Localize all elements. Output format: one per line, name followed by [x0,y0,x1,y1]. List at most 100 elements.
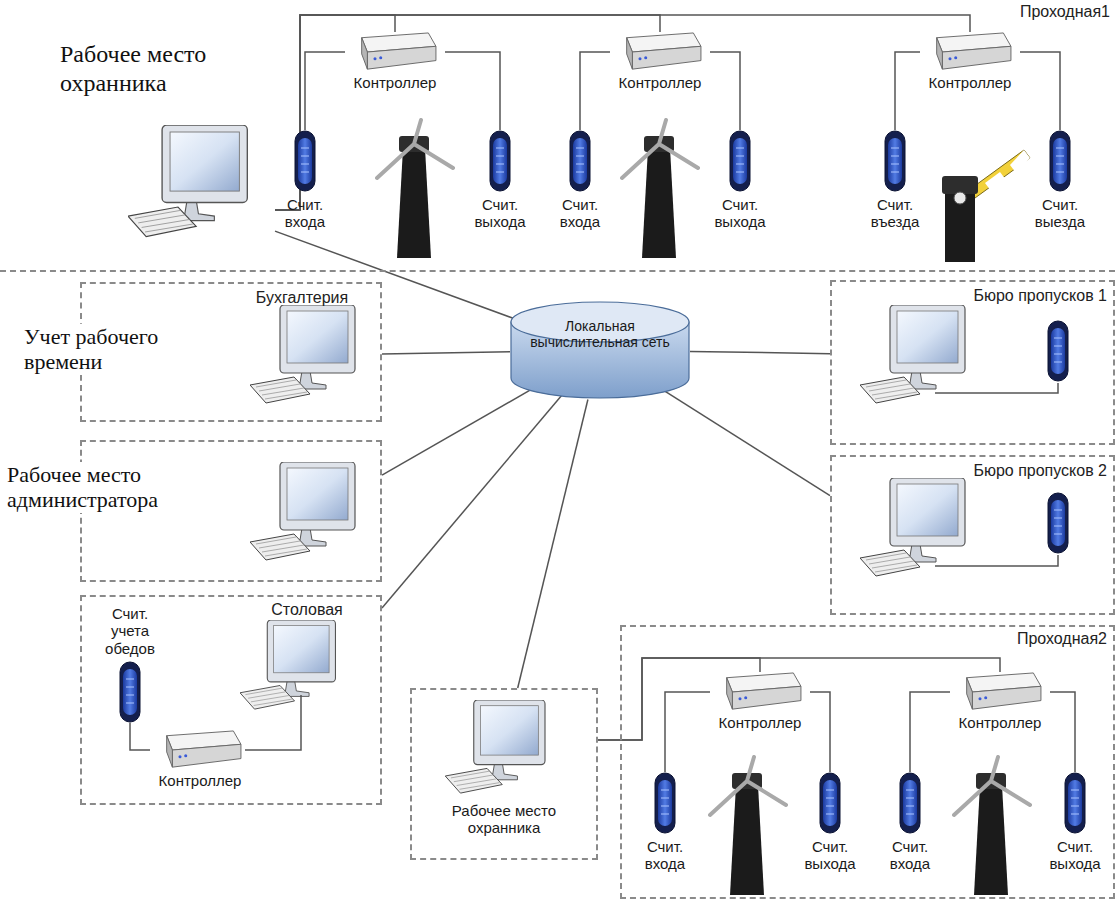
reader-icon [884,130,906,192]
node-label: Счит. выхода [465,196,535,231]
node-label: Счит. въезда [860,196,930,231]
turnstile [377,120,453,258]
node-label: Контроллер [920,74,1020,91]
card-reader: Счит. входа [630,772,700,873]
connector-line [1050,692,1075,772]
text-slot: Учет рабочего времени [24,324,214,375]
computer-icon [860,305,965,403]
controller: Контроллер [150,730,250,789]
text-slot: Столовая [247,600,367,619]
controller: Контроллер [610,32,710,91]
card-reader: Счит. въезда [860,130,930,231]
node-label: Контроллер [950,714,1050,731]
reader-icon [899,772,921,834]
text-slot: Бухгалтерия [232,288,372,307]
connector-line [598,658,1000,740]
controller-icon [155,730,245,770]
card-reader: Счит. выхода [705,130,775,231]
text-slot: Бюро пропусков 1 [892,286,1107,305]
card-reader: Счит. входа [545,130,615,231]
text-slot: Бюро пропусков 2 [892,461,1107,480]
reader-icon [294,130,316,192]
connector-line [910,692,950,772]
controller: Контроллер [345,32,445,91]
card-reader: Счит. выхода [465,130,535,231]
node-label: Контроллер [345,74,445,91]
connector-line [382,395,562,608]
text-slot: Рабочее место охранника [420,802,588,837]
node-label: Столовая [247,600,367,619]
turnstile [710,757,786,895]
connector-line [382,386,537,475]
reader-icon [654,772,676,834]
wire [935,555,1058,566]
card-reader: Счит. учета обедов [95,605,165,723]
controller-icon [925,32,1015,72]
node-label: Рабочее место администратора [7,462,262,513]
node-label: Рабочее место охранника [60,40,275,98]
connector-line [445,52,500,130]
connector-line [1020,52,1060,130]
connector-line [130,723,150,750]
card-reader: Счит. выезда [1025,130,1095,231]
reader-icon [489,130,511,192]
reader-icon [1049,130,1071,192]
node-label: Счит. выхода [705,196,775,231]
dashed-region: Столовая Счит. учета обедовКонтроллер [80,595,382,805]
reader-icon [1048,321,1068,381]
text-slot: Локальная вычислительная сеть [525,318,675,350]
node-label: Счит. учета обедов [95,605,165,657]
reader-icon [1064,772,1086,834]
controller-icon [715,672,805,712]
node-label: Учет рабочего времени [24,324,214,375]
node-label: Проходная2 [892,629,1107,648]
node-label: Счит. входа [875,838,945,873]
connector-line [275,15,660,210]
computer-icon [250,305,355,403]
reader-icon [1048,493,1068,553]
connector-line [895,52,920,130]
connector-line [665,692,710,772]
computer-icon [240,620,335,709]
connector-line [580,52,610,130]
dashed-region: Проходная2КонтроллерСчит. входаСчит. вых… [620,625,1115,899]
card-reader: Счит. выхода [795,772,865,873]
connector-line [305,52,345,130]
computer-icon [128,125,247,236]
controller-icon [350,32,440,72]
node-label: Счит. входа [270,196,340,231]
dashed-region: Рабочее место администратора [80,440,382,582]
node-label: Проходная1 [900,2,1110,21]
controller: Контроллер [950,672,1050,731]
card-reader: Счит. входа [875,772,945,873]
controller-icon [955,672,1045,712]
text-slot: Проходная1 [900,2,1110,21]
node-label: Счит. выхода [1040,838,1110,873]
reader-icon [119,661,141,723]
connector-line [710,52,740,130]
connector-line [810,692,830,772]
controller: Контроллер [920,32,1020,91]
connector-line [690,351,830,353]
node-label: Счит. выезда [1025,196,1095,231]
dashed-region: Бюро пропусков 1 [830,280,1115,445]
connector-line [382,352,510,354]
node-label: Бухгалтерия [232,288,372,307]
dashed-region: БухгалтерияУчет рабочего времени [80,282,382,422]
controller-icon [615,32,705,72]
workstation: Рабочее место охранника [60,40,275,255]
connector-line [518,400,588,689]
turnstile [622,120,698,258]
node-label: Бюро пропусков 2 [892,461,1107,480]
reader-icon [819,772,841,834]
wire [245,695,301,750]
connector-line [275,231,525,322]
node-label: Контроллер [610,74,710,91]
dashed-region: Бюро пропусков 2 [830,455,1115,615]
card-reader: Счит. входа [270,130,340,231]
node-label: Локальная вычислительная сеть [525,318,675,350]
connector-line [659,388,830,496]
